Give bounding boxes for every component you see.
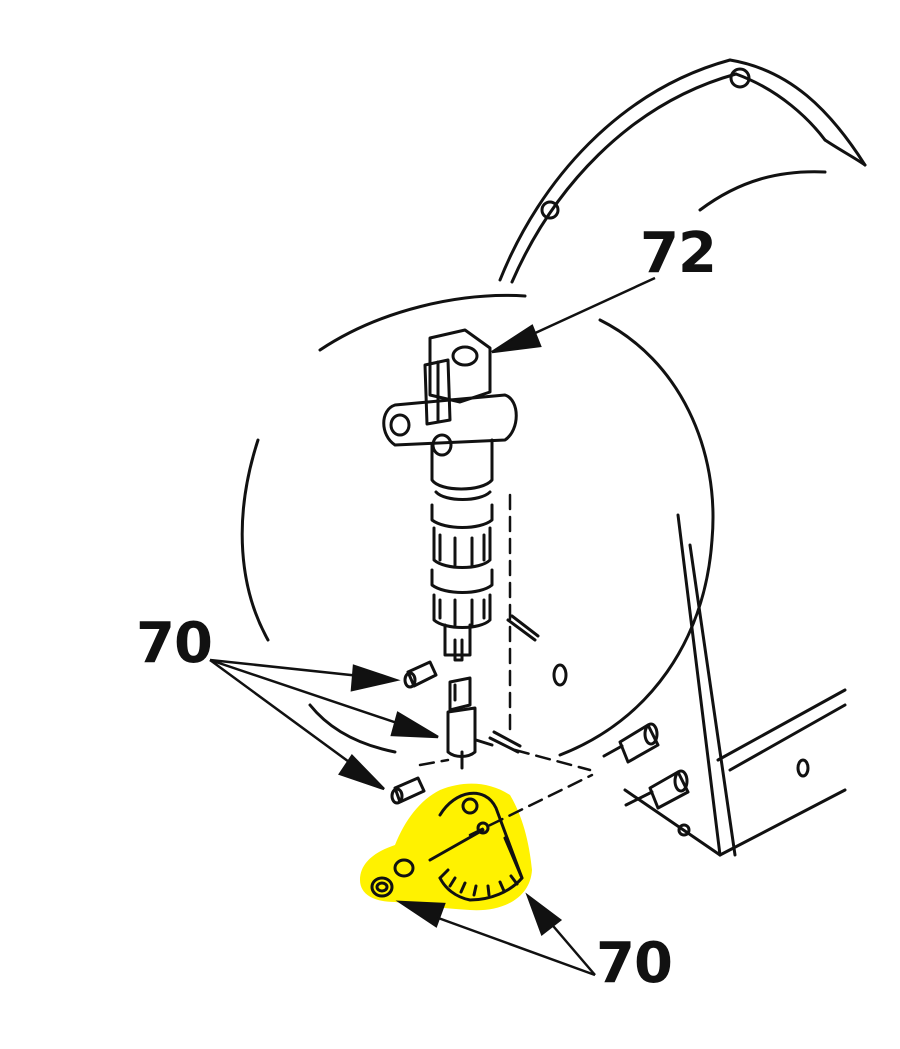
callout-70-left: 70 [136, 611, 213, 676]
callout-70-bottom: 70 [596, 931, 673, 996]
screw-icon [390, 614, 540, 805]
leader-lines [209, 276, 656, 977]
washer-icon [370, 858, 415, 898]
valve-assembly-icon [382, 328, 518, 662]
alignment-lines [418, 493, 594, 837]
small-hole [552, 663, 568, 687]
callout-72: 72 [640, 221, 717, 286]
highlight-area [360, 783, 532, 911]
frame [623, 513, 847, 857]
coupling-shaft [446, 676, 477, 770]
graduated-bracket-icon [428, 791, 524, 902]
fan-housing [498, 58, 867, 284]
back-plate [240, 293, 715, 757]
standoff-pins [602, 722, 690, 810]
